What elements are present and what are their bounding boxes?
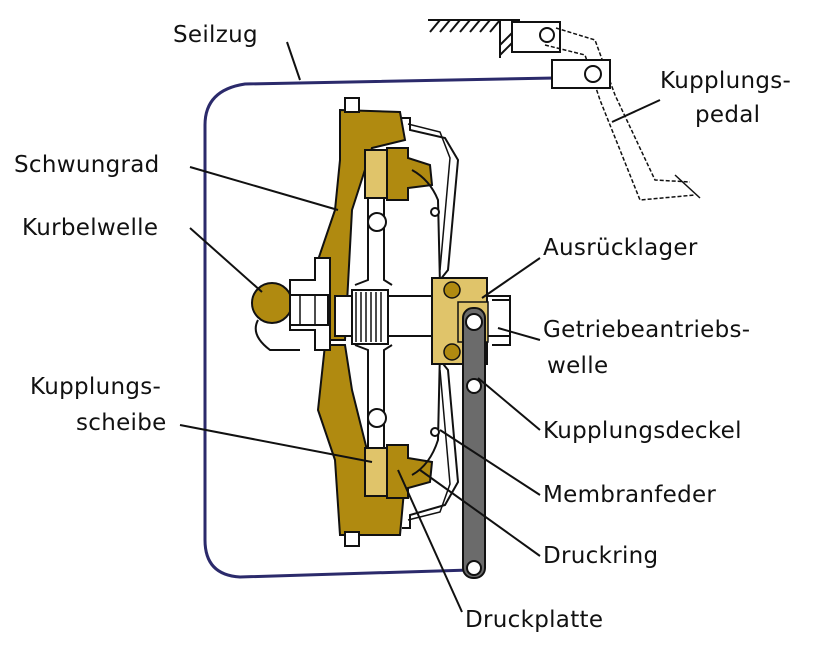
label-druckring: Druckring bbox=[543, 543, 659, 569]
label-ausruecklager: Ausrücklager bbox=[543, 235, 698, 261]
clutch-disc-lining-top bbox=[364, 149, 388, 199]
label-getriebeantriebswelle-line1: Getriebeantriebs- bbox=[543, 317, 751, 343]
clutch-cover-top bbox=[402, 117, 460, 281]
pedal-mount bbox=[428, 19, 561, 58]
diaphragm-spring-top bbox=[411, 169, 441, 286]
clutch-disc-lining-bottom bbox=[364, 447, 388, 497]
seilzug-cable bbox=[203, 76, 556, 579]
label-kupplungspedal-line1: Kupplungs- bbox=[660, 68, 792, 94]
release-lever bbox=[462, 307, 486, 579]
leader-lines bbox=[179, 41, 661, 613]
label-kupplungsscheibe-line1: Kupplungs- bbox=[30, 374, 162, 400]
label-seilzug: Seilzug bbox=[173, 22, 258, 48]
pedal-clevis bbox=[551, 59, 611, 89]
label-schwungrad: Schwungrad bbox=[14, 152, 160, 178]
label-kurbelwelle: Kurbelwelle bbox=[22, 215, 159, 241]
clutch-pedal bbox=[544, 27, 701, 201]
label-membranfeder: Membranfeder bbox=[543, 482, 717, 508]
label-druckplatte: Druckplatte bbox=[465, 607, 604, 633]
splined-hub bbox=[351, 289, 389, 345]
clutch-cover-bottom bbox=[402, 359, 460, 529]
flywheel-top bbox=[316, 108, 407, 341]
label-kupplungsdeckel: Kupplungsdeckel bbox=[543, 418, 742, 444]
diaphragm-spring-bottom bbox=[411, 349, 441, 476]
disc-spring-bottom bbox=[367, 408, 387, 428]
transmission-bracket bbox=[492, 299, 511, 346]
disc-spring-top bbox=[367, 212, 387, 232]
pressure-plate-top bbox=[386, 147, 434, 201]
flywheel-bottom bbox=[316, 344, 407, 536]
label-kupplungspedal-line2: pedal bbox=[695, 102, 761, 128]
pressure-plate-bottom bbox=[386, 444, 434, 499]
label-kupplungsscheibe-line2: scheibe bbox=[76, 410, 167, 436]
pilot-bearing bbox=[289, 294, 329, 326]
label-getriebeantriebswelle-line2: welle bbox=[547, 353, 609, 379]
